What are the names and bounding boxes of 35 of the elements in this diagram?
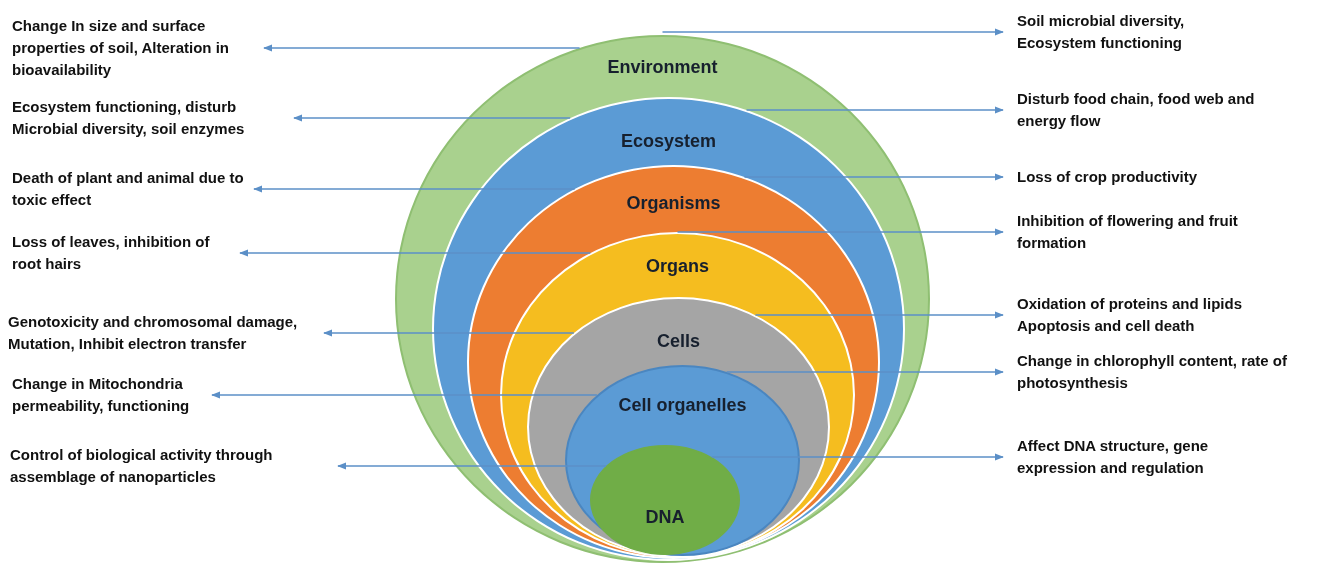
effect-text: Change In size and surface properties of soil, Alteration in bioavailability	[12, 12, 264, 84]
arrow	[263, 44, 581, 52]
effect-text: Loss of leaves, inhibition of root hairs	[12, 230, 240, 276]
arrow	[711, 453, 1004, 461]
effect-text: Inhibition of flowering and fruit formation	[1003, 208, 1263, 256]
arrow	[725, 368, 1004, 376]
arrow	[293, 114, 571, 122]
ring-label: DNA	[645, 507, 685, 528]
arrow	[323, 329, 575, 337]
effect-text: Oxidation of proteins and lipids Apoptosis and cell death	[1003, 291, 1303, 339]
ring-label: Cell organelles	[618, 395, 747, 416]
ring-label: Organisms	[626, 193, 721, 214]
arrow	[743, 173, 1004, 181]
arrow	[745, 106, 1004, 114]
effect-text: Death of plant and animal due to toxic effect	[12, 166, 254, 212]
arrow	[676, 228, 1004, 236]
effect-text: Genotoxicity and chromosomal damage, Mutation, Inhibit electron transfer	[8, 298, 324, 368]
arrow	[253, 185, 576, 193]
effect-text: Disturb food chain, food web and energy flow	[1003, 86, 1273, 134]
ring-label: Organs	[646, 256, 709, 277]
effect-text: Loss of crop productivity	[1003, 164, 1283, 190]
effect-text: Ecosystem functioning, disturb Microbial diversity, soil enzymes	[12, 95, 294, 141]
arrow	[239, 249, 592, 257]
effect-text: Control of biological activity through assemblage of nanoparticles	[10, 443, 338, 489]
ring-label: Cells	[657, 331, 700, 352]
arrow	[337, 462, 607, 470]
ring-label: Environment	[607, 57, 718, 78]
arrow	[661, 28, 1004, 36]
effect-text: Change in Mitochondria permeability, functioning	[12, 372, 212, 418]
effect-text: Soil microbial diversity, Ecosystem functioning	[1003, 8, 1243, 56]
arrow	[754, 311, 1004, 319]
effect-text: Change in chlorophyll content, rate of photosynthesis	[1003, 348, 1293, 396]
arrow	[211, 391, 598, 399]
ring-label: Ecosystem	[620, 131, 717, 152]
effect-text: Affect DNA structure, gene expression and regulation	[1003, 433, 1283, 481]
